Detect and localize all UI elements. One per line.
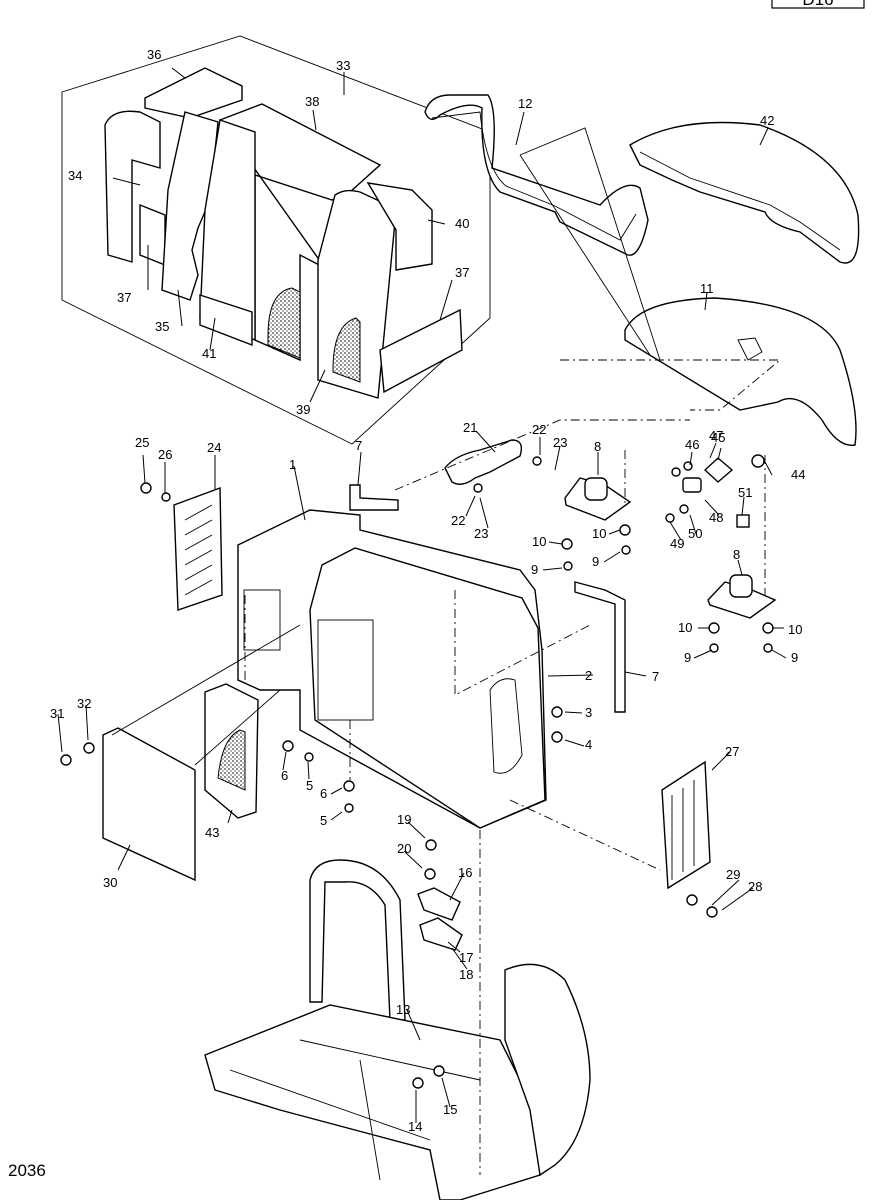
callout-11: 11 (700, 281, 714, 296)
cover-seal-part-42 (629, 121, 860, 264)
callout-28: 28 (748, 879, 762, 894)
callout-40: 40 (455, 216, 469, 231)
callout-10: 10 (678, 620, 692, 635)
grille-part-27 (661, 760, 711, 890)
callout-46: 46 (685, 437, 699, 452)
callout-8: 8 (594, 439, 601, 454)
callout-30: 30 (103, 875, 117, 890)
callout-36: 36 (147, 47, 161, 62)
seal-part-12 (424, 94, 649, 256)
main-housing-part-1-2 (237, 509, 547, 829)
callout-50: 50 (688, 526, 702, 541)
callout-20: 20 (397, 841, 411, 856)
callout-37: 37 (455, 265, 469, 280)
callout-32: 32 (77, 696, 91, 711)
callout-18: 18 (459, 967, 473, 982)
drawing-number: 2036 (8, 1161, 46, 1180)
insulation-kit-inset (61, 35, 491, 445)
callout-29: 29 (726, 867, 740, 882)
bracket-part-21 (444, 439, 523, 485)
callout-1: 1 (289, 457, 296, 472)
leader-lines (57, 67, 787, 1123)
callout-9: 9 (791, 650, 798, 665)
hinge-part-8-upper (564, 477, 632, 521)
callout-3: 3 (585, 705, 592, 720)
callout-13: 13 (396, 1002, 410, 1017)
callout-38: 38 (305, 94, 319, 109)
callout-10: 10 (788, 622, 802, 637)
callout-51: 51 (738, 485, 752, 500)
callout-22: 22 (532, 422, 546, 437)
callout-14: 14 (408, 1119, 422, 1134)
callout-33: 33 (336, 58, 350, 73)
top-cover-part-11 (624, 297, 857, 446)
machine-frame (204, 859, 591, 1200)
callout-26: 26 (158, 447, 172, 462)
callout-23: 23 (553, 435, 567, 450)
callout-24: 24 (207, 440, 221, 455)
callout-15: 15 (443, 1102, 457, 1117)
callout-35: 35 (155, 319, 169, 334)
callout-34: 34 (68, 168, 82, 183)
callout-16: 16 (458, 865, 472, 880)
callout-44: 44 (791, 467, 805, 482)
callout-8: 8 (733, 547, 740, 562)
lock-part-45 (682, 457, 734, 493)
callout-labels: 1 2 3 4 5 5 6 6 7 7 8 8 9 9 9 9 10 10 10… (50, 47, 805, 1134)
callout-41: 41 (202, 346, 216, 361)
callout-21: 21 (463, 420, 477, 435)
callout-19: 19 (397, 812, 411, 827)
callout-39: 39 (296, 402, 310, 417)
side-panel-part-43 (204, 683, 259, 819)
callout-37: 37 (117, 290, 131, 305)
callout-2: 2 (585, 668, 592, 683)
callout-10: 10 (532, 534, 546, 549)
callout-43: 43 (205, 825, 219, 840)
callout-9: 9 (592, 554, 599, 569)
page-ref-box: D16 (771, 0, 865, 9)
callout-27: 27 (725, 744, 739, 759)
callout-9: 9 (684, 650, 691, 665)
callout-22: 22 (451, 513, 465, 528)
callout-6: 6 (320, 786, 327, 801)
handle-part-7 (349, 484, 626, 713)
callout-10: 10 (592, 526, 606, 541)
callout-42: 42 (760, 113, 774, 128)
callout-12: 12 (518, 96, 532, 111)
hinge-part-8-lower (707, 574, 777, 619)
plate-part-30 (102, 727, 196, 882)
callout-6: 6 (281, 768, 288, 783)
callout-4: 4 (585, 737, 592, 752)
callout-5: 5 (320, 813, 327, 828)
callout-47: 47 (709, 428, 723, 443)
callout-25: 25 (135, 435, 149, 450)
callout-5: 5 (306, 778, 313, 793)
callout-17: 17 (459, 950, 473, 965)
callout-31: 31 (50, 706, 64, 721)
callout-7: 7 (355, 438, 362, 453)
callout-49: 49 (670, 536, 684, 551)
callout-48: 48 (709, 510, 723, 525)
callout-9: 9 (531, 562, 538, 577)
callout-45: 45 (711, 430, 725, 445)
assembly-lines (111, 127, 782, 1175)
callout-7: 7 (652, 669, 659, 684)
page-ref-code: D16 (802, 0, 833, 9)
grille-part-24 (173, 487, 223, 611)
callout-23: 23 (474, 526, 488, 541)
